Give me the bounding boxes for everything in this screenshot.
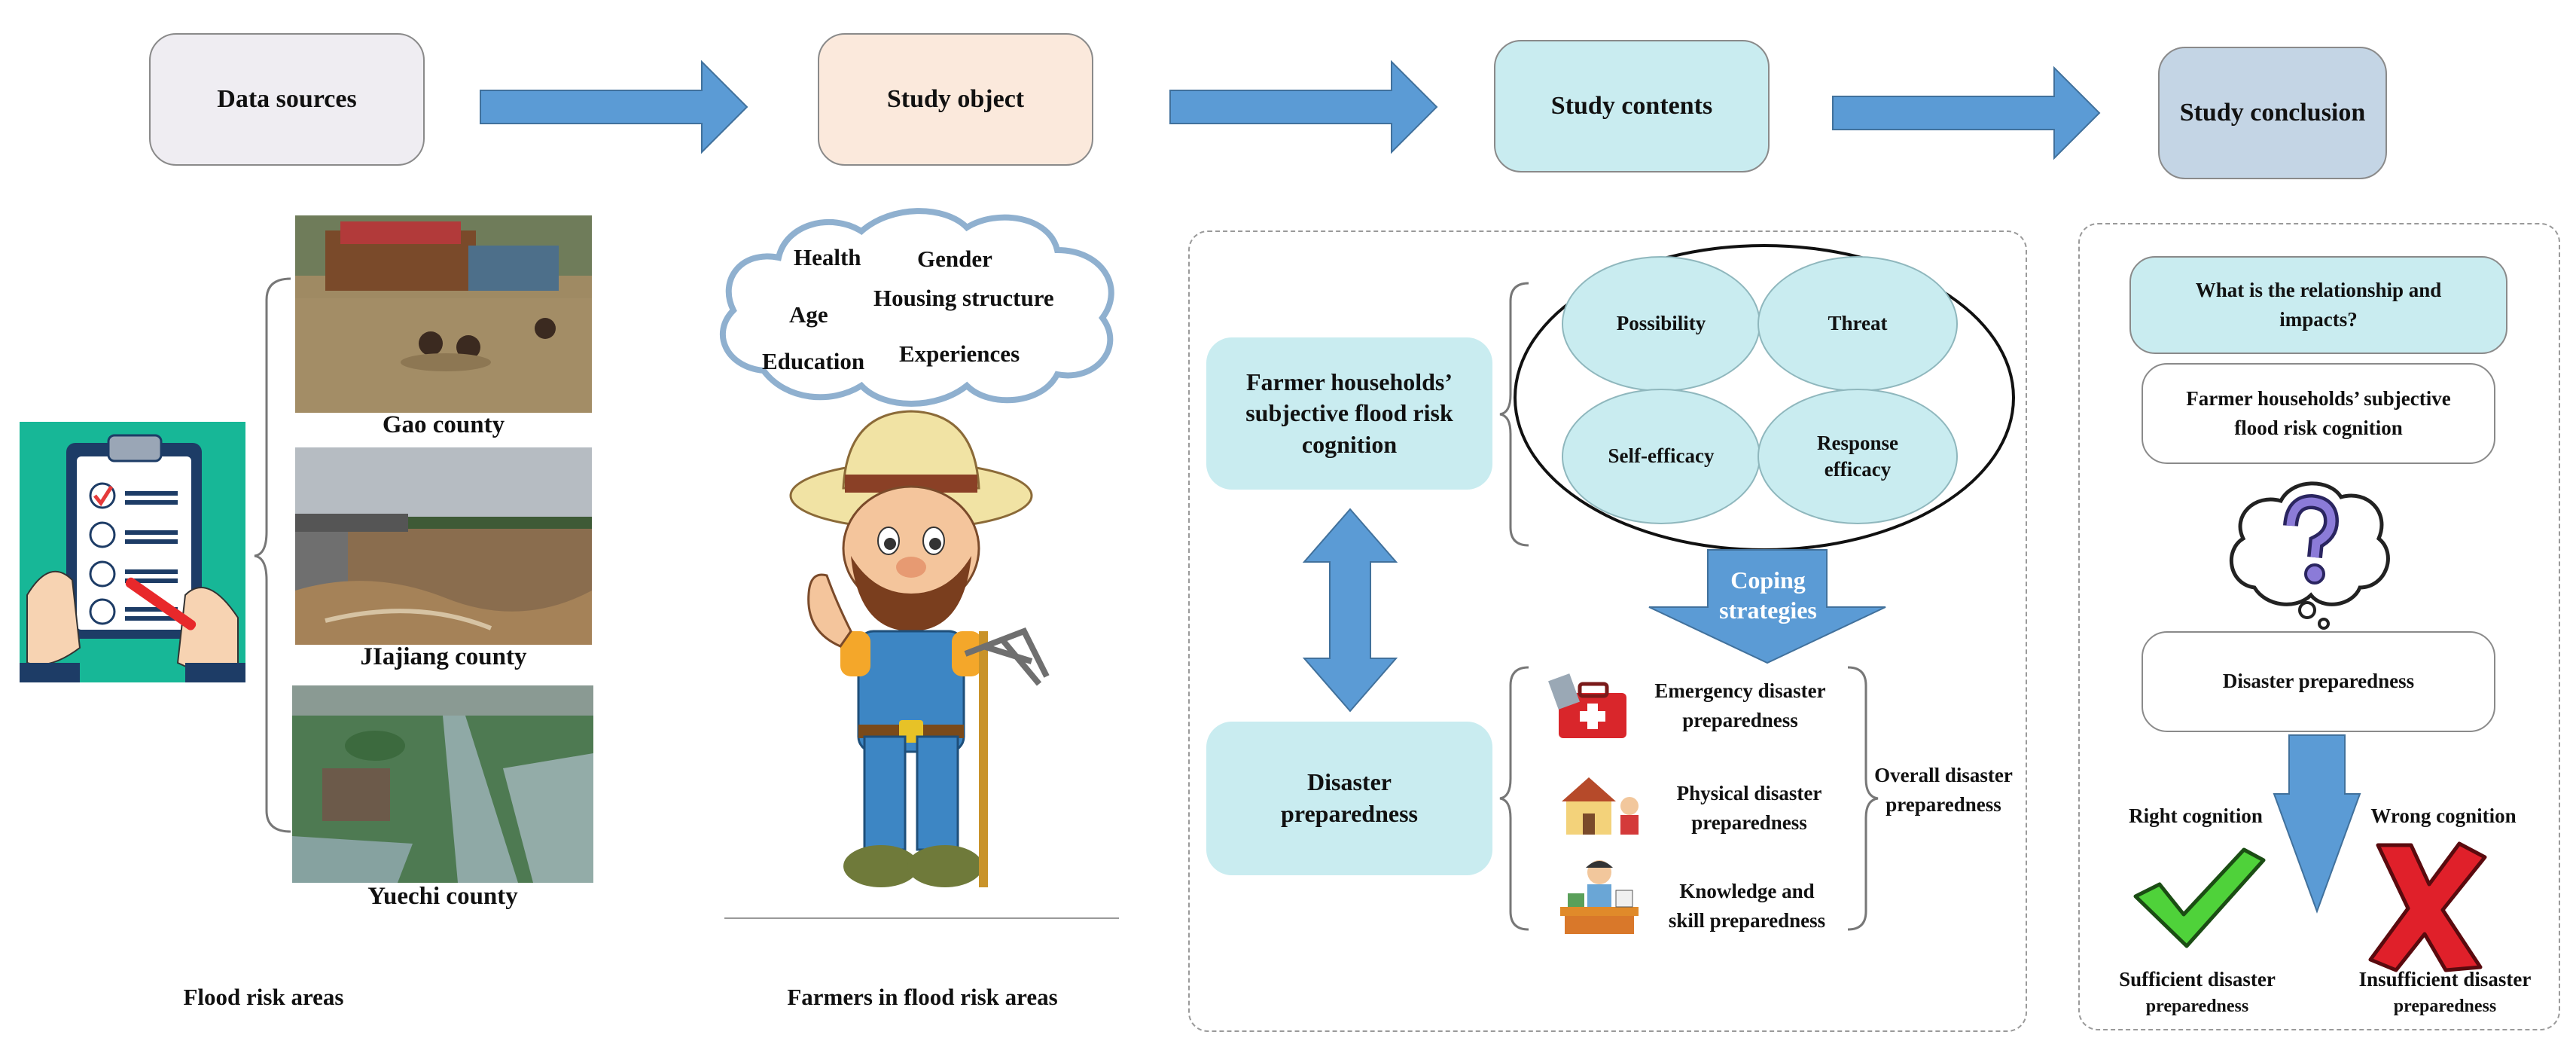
factor-age: Age <box>789 301 828 328</box>
stage-data-sources: Data sources <box>149 33 425 166</box>
green-tick-icon <box>2131 844 2267 949</box>
dimensions-brace <box>1499 282 1529 547</box>
stage-label: Study object <box>886 85 1025 113</box>
caption-flood-risk-areas: Flood risk areas <box>183 984 344 1010</box>
factor-education: Education <box>762 348 865 374</box>
double-arrow <box>1302 508 1398 713</box>
cognition-line: subjective flood risk <box>1245 399 1453 427</box>
flow-arrow-3 <box>1832 66 2101 160</box>
county-label-jiajiang: JIajiang county <box>360 643 527 670</box>
label-wrong-cognition: Wrong cognition <box>2370 804 2517 827</box>
question-mark-icon <box>2224 475 2398 633</box>
stage-study-conclusion: Study conclusion <box>2158 47 2387 179</box>
column-divider-line <box>724 917 1119 919</box>
down-arrow <box>2273 734 2361 914</box>
prep-left-brace <box>1499 666 1529 931</box>
study-contents-panel <box>1188 230 2027 1032</box>
dimension-self-efficacy: Self-efficacy <box>1562 389 1761 524</box>
red-cross-icon <box>2367 841 2488 973</box>
first-aid-kit-icon <box>1548 670 1634 749</box>
conclusion-preparedness-box: Disaster preparedness <box>2142 631 2495 732</box>
study-conclusion-panel <box>2078 223 2560 1030</box>
coping-arrow <box>1648 549 1886 664</box>
gao-county-photo <box>295 215 592 413</box>
stage-label: Data sources <box>217 85 357 113</box>
factor-health: Health <box>794 244 861 270</box>
county-label-gao: Gao county <box>382 411 505 438</box>
factor-housing-structure: Housing structure <box>873 285 1054 311</box>
clipboard-checklist-icon <box>20 422 245 682</box>
caption-farmers: Farmers in flood risk areas <box>787 984 1058 1010</box>
stage-label: Study contents <box>1550 92 1713 120</box>
cognition-box: Farmer households’ subjective flood risk c… <box>1206 337 1492 490</box>
jiajiang-county-photo <box>295 447 592 645</box>
county-label-yuechi: Yuechi county <box>367 883 518 910</box>
flow-arrow-1 <box>480 60 748 154</box>
stage-study-contents: Study contents <box>1494 40 1770 172</box>
cognition-line: cognition <box>1301 430 1398 458</box>
cognition-line: Farmer households’ <box>1245 368 1453 395</box>
label-right-cognition: Right cognition <box>2129 804 2263 827</box>
yuechi-county-photo <box>292 685 593 883</box>
cloud-shape <box>719 208 1114 407</box>
dimension-threat: Threat <box>1757 256 1958 392</box>
house-icon <box>1556 771 1645 838</box>
stage-label: Study conclusion <box>2179 99 2366 127</box>
flow-arrow-2 <box>1169 60 1438 154</box>
factor-experiences: Experiences <box>899 340 1020 367</box>
factor-gender: Gender <box>917 246 992 272</box>
student-desk-icon <box>1557 854 1642 936</box>
dimension-possibility: Possibility <box>1562 256 1761 392</box>
county-brace <box>254 277 291 833</box>
stage-study-object: Study object <box>818 33 1093 166</box>
farmer-cartoon-icon <box>776 405 1062 902</box>
prep-right-brace <box>1847 666 1879 931</box>
